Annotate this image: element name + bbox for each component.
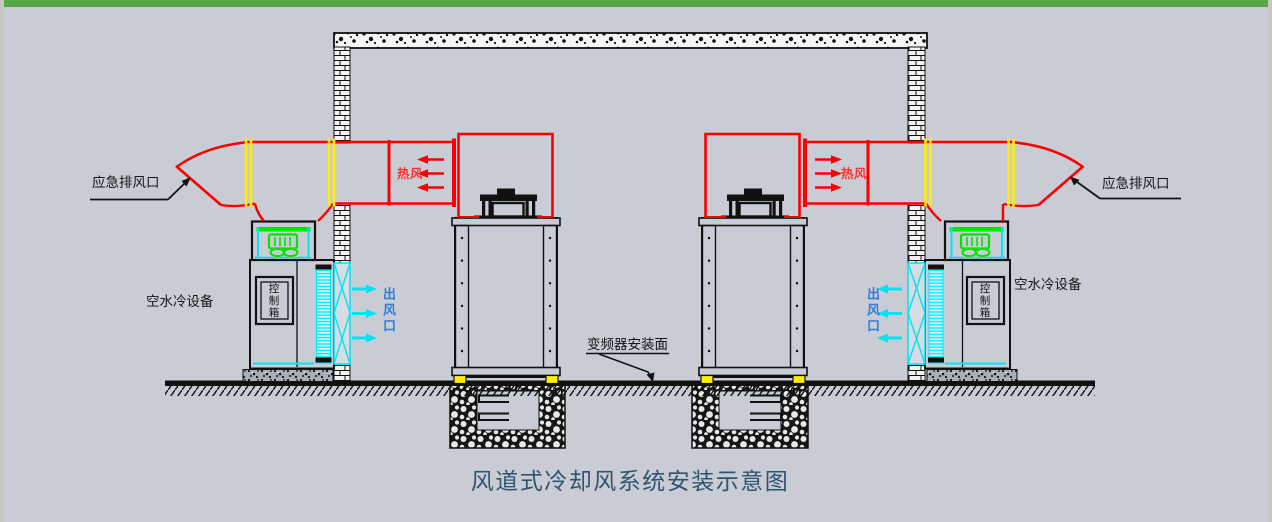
top-accent-bar (4, 0, 1268, 7)
air-filter-left-icon (333, 262, 351, 365)
leveling-foot (700, 374, 714, 385)
label-air-outlet-right: 出风口 (865, 287, 880, 335)
leveling-foot (545, 374, 559, 385)
roof-fan-unit-icon (721, 188, 789, 219)
duct-flange-icon (924, 138, 1015, 207)
label-emergency-exhaust-right: 应急排风口 (1102, 176, 1170, 191)
roof-fan-unit-icon (474, 188, 542, 219)
heat-exchanger-icon (928, 264, 1006, 365)
duct-joint (452, 138, 456, 207)
duct-flange-icon (244, 138, 336, 207)
ceiling-beam (333, 32, 928, 49)
emergency-vent-leader-right (1070, 176, 1181, 200)
duct-joint (803, 138, 807, 207)
wall-column-left (333, 46, 351, 383)
label-control-box-right: 控制箱 (978, 283, 991, 319)
cool-air-arrows-left (352, 284, 377, 343)
label-hot-air-left: 热风 (397, 167, 424, 181)
ground-line (165, 380, 1095, 396)
label-air-outlet-left: 出风口 (381, 287, 396, 335)
fan-icon (949, 227, 1005, 259)
fan-icon (255, 227, 311, 259)
cooler-base-right (926, 369, 1018, 382)
inverter-cabinet-left (451, 132, 561, 385)
diagram-title: 风道式冷却风系统安装示意图 (470, 468, 790, 494)
window-edge-right (1268, 0, 1272, 522)
cooler-unit-right (924, 220, 1018, 382)
label-control-box-left: 控制箱 (267, 283, 280, 319)
inverter-surface-leader (586, 352, 669, 382)
duct-hood-right (704, 132, 801, 218)
hot-air-arrows-right (815, 155, 842, 192)
label-air-water-cooler-left: 空水冷设备 (146, 294, 214, 309)
window-edge-left (0, 0, 4, 522)
duct-hood-left (457, 132, 554, 218)
cable-channel-icon (750, 412, 782, 421)
label-air-water-cooler-right: 空水冷设备 (1014, 277, 1082, 292)
emergency-vent-leader-left (90, 177, 191, 201)
cool-air-arrows-right (877, 284, 902, 343)
heat-exchanger-icon (253, 264, 332, 365)
inverter-cabinet-right (698, 132, 808, 385)
label-hot-air-right: 热风 (841, 167, 868, 181)
cooler-unit-left (242, 220, 335, 382)
wall-column-right (907, 46, 926, 383)
emergency-vent-left (175, 141, 256, 208)
leveling-foot (792, 374, 806, 385)
control-box-frame-right (965, 275, 1006, 326)
hot-air-arrows-left (417, 155, 444, 192)
control-box-frame-left (254, 275, 295, 326)
duct-left (175, 138, 456, 222)
leveling-foot (453, 374, 467, 385)
duct-right (803, 138, 1085, 222)
cable-channel-icon (478, 412, 509, 421)
emergency-vent-right (1003, 141, 1085, 208)
duct-joint (387, 140, 391, 206)
label-inverter-mount-surface: 变频器安装面 (587, 337, 668, 352)
duct-joint (866, 140, 870, 206)
air-filter-right-icon (907, 262, 926, 365)
cooler-base-left (242, 369, 334, 382)
label-emergency-exhaust-left: 应急排风口 (92, 175, 160, 190)
